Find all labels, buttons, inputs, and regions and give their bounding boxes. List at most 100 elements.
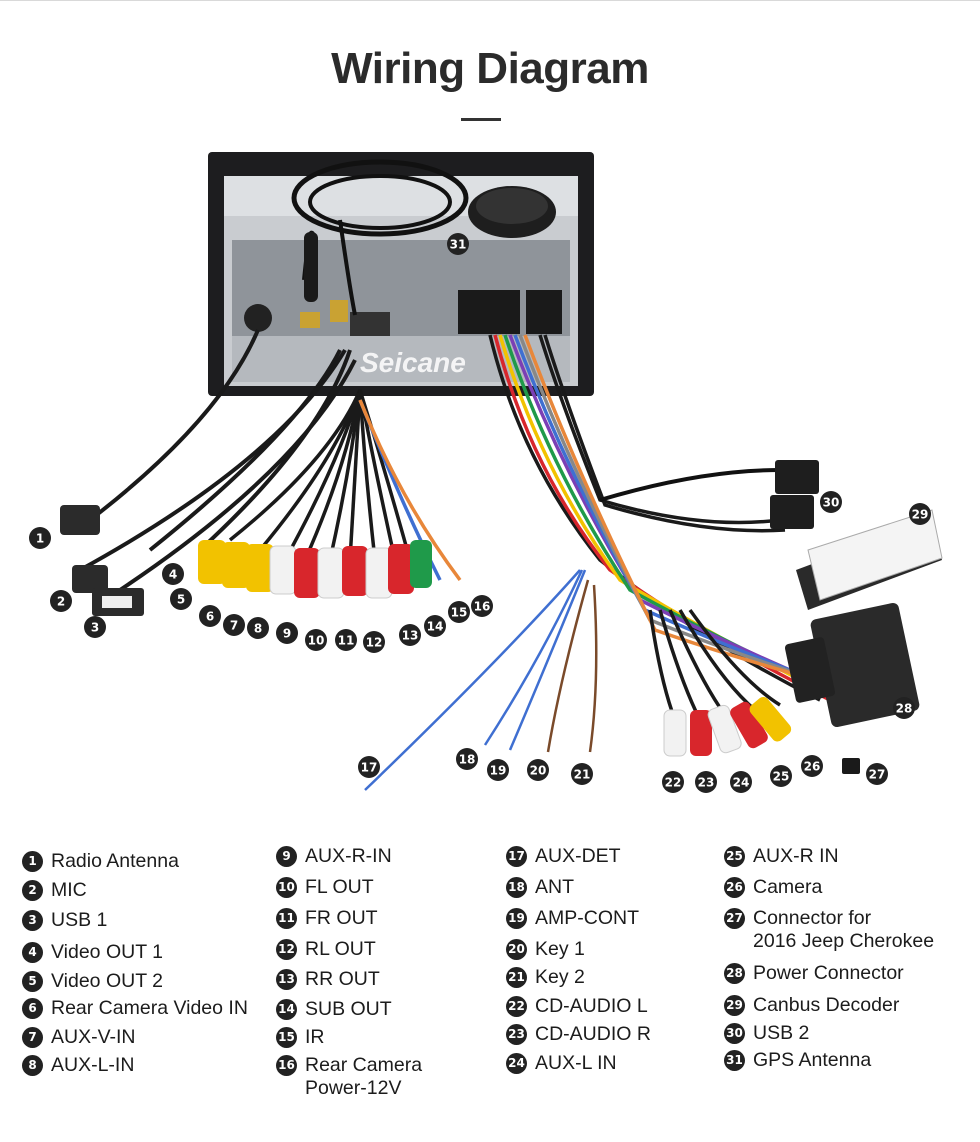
legend-number-badge: 11 [276,908,297,929]
callout-number: 10 [308,634,325,648]
callout-badge [662,771,684,793]
legend-label: RR OUT [305,968,380,990]
legend-number-badge: 10 [276,877,297,898]
callout-badge [50,590,72,612]
jeep-connector-plug [842,758,860,774]
legend-number-badge: 21 [506,967,527,988]
callout-13: 13 [399,624,421,646]
callout-23: 23 [695,771,717,793]
callout-badge [456,748,478,770]
callout-number: 31 [450,238,467,252]
callout-badge [487,759,509,781]
callout-number: 12 [366,636,383,650]
callout-17: 17 [358,756,380,778]
callout-number: 23 [698,776,715,790]
page-title: Wiring Diagram [331,44,649,93]
callout-badge [801,755,823,777]
callout-24: 24 [730,771,752,793]
legend-label: Key 2 [535,966,585,988]
legend-label: Rear Camera Video IN [51,997,248,1019]
callout-14: 14 [424,615,446,637]
legend-number-badge: 23 [506,1024,527,1045]
callout-number: 24 [733,776,750,790]
callout-number: 19 [490,764,507,778]
callout-number: 22 [665,776,682,790]
callout-badge [471,595,493,617]
legend-label: FR OUT [305,907,378,929]
legend-number-badge: 8 [22,1055,43,1076]
legend-label: Video OUT 1 [51,941,164,963]
legend-label: AUX-V-IN [51,1026,136,1048]
legend-number-badge: 1 [22,851,43,872]
callout-badge [399,624,421,646]
callout-7: 7 [223,614,245,636]
legend-number-badge: 18 [506,877,527,898]
legend-label: Video OUT 2 [51,970,164,992]
callout-22: 22 [662,771,684,793]
callout-number: 7 [230,619,238,633]
callout-badge [730,771,752,793]
callout-badge [335,629,357,651]
power-connector [784,602,920,728]
callout-number: 29 [912,508,929,522]
thin-leads [364,569,598,791]
callout-badge [424,615,446,637]
callout-21: 21 [571,763,593,785]
legend-label: AUX-R-IN [305,845,392,867]
legend-number-badge: 13 [276,969,297,990]
legend-item-5: 5 Video OUT 2 [22,970,163,993]
head-unit: Seicane [208,152,594,396]
legend-number-badge: 20 [506,939,527,960]
callout-badge [447,233,469,255]
legend-label: SUB OUT [305,998,392,1020]
callout-1: 1 [29,527,51,549]
mic-jack [72,565,108,593]
callout-number: 14 [427,620,444,634]
usb-2-cable [599,460,819,529]
callout-badge [770,765,792,787]
callout-badge [866,763,888,785]
legend-number-badge: 6 [22,998,43,1019]
callout-number: 11 [338,634,355,648]
legend-label: Power Connector [753,962,904,984]
callout-number: 15 [451,606,468,620]
callout-31: 31 [447,233,469,255]
callout-number: 3 [91,621,99,635]
callout-2: 2 [50,590,72,612]
callout-badge [909,503,931,525]
legend-label: GPS Antenna [753,1049,872,1071]
legend-number-badge: 9 [276,846,297,867]
callout-11: 11 [335,629,357,651]
legend-label: AUX-L IN [535,1052,617,1074]
callout-6: 6 [199,605,221,627]
legend-item-11: 11 FR OUT [276,907,378,930]
callout-badge [893,697,915,719]
legend-label: CD-AUDIO R [535,1023,651,1045]
legend-label: ANT [535,876,574,898]
callout-12: 12 [363,631,385,653]
legend-number-badge: 26 [724,877,745,898]
callout-28: 28 [893,697,915,719]
legend-number-badge: 24 [506,1053,527,1074]
legend-number-badge: 5 [22,971,43,992]
legend-number-badge: 25 [724,846,745,867]
callout-number: 2 [57,595,65,609]
callout-number: 30 [823,496,840,510]
legend-number-badge: 27 [724,908,745,929]
legend-label: MIC [51,879,87,901]
title-underline [461,118,501,121]
brand-watermark: Seicane [360,347,466,378]
callout-30: 30 [820,491,842,513]
